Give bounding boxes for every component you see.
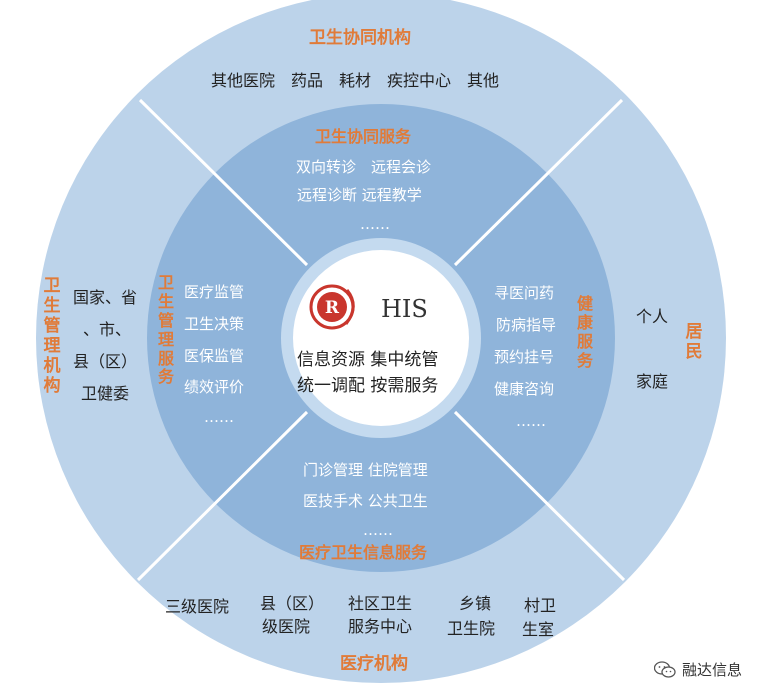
his-title: HIS [381,295,428,323]
outer-bottom-item-3-line-1: 社区卫生 [348,594,413,613]
divider-top-left [138,98,309,267]
outer-right-item-2: 家庭 [636,372,669,391]
inner-left-item-4: 绩效评价 [184,378,245,396]
wechat-icon [653,660,676,678]
inner-bottom-item-2: 医技手术 公共卫生 [303,492,428,510]
outer-left-item-2: 、市、 [83,320,132,339]
outer-bottom-item-2-line-1: 县（区） [260,594,325,613]
outer-left-item-1: 国家、省 [73,288,138,307]
inner-bottom-title: 医疗卫生信息服务 [299,543,428,562]
inner-right-item-3: 预约挂号 [494,348,555,366]
inner-left-title: 卫生管理服务 [157,273,174,387]
inner-bottom-item-1: 门诊管理 住院管理 [303,461,428,479]
divider-bottom-right [453,410,626,582]
divider-bottom-left [136,410,309,582]
outer-bottom-item-4-line-2: 卫生院 [447,619,496,638]
outer-bottom-item-3-line-2: 服务中心 [348,617,413,636]
outer-right-item-1: 个人 [636,307,669,326]
outer-bottom-item-1: 三级医院 [165,597,230,616]
outer-left-title: 卫生管理机构 [43,276,61,397]
inner-left-item-3: 医保监管 [184,347,245,365]
center-line-2: 统一调配 按需服务 [297,376,439,396]
outer-top-title: 卫生协同机构 [309,28,411,48]
outer-bottom-item-5-line-2: 生室 [522,620,555,639]
inner-top-title: 卫生协同服务 [315,127,412,146]
inner-right-item-1: 寻医问药 [494,284,555,302]
inner-right-item-4: 健康咨询 [494,380,555,398]
inner-top-ellipsis: …… [360,215,390,233]
inner-left-ellipsis: …… [204,408,234,426]
outer-left-item-4: 卫健委 [81,384,130,403]
inner-right-ellipsis: …… [516,412,546,430]
core-circle [293,250,469,426]
outer-bottom-title: 医疗机构 [340,654,408,674]
inner-right-item-2: 防病指导 [496,316,557,334]
watermark-text: 融达信息 [681,661,742,679]
outer-left-item-3: 县（区） [73,352,138,371]
his-logo-icon: R [309,284,355,330]
inner-top-item-2: 远程诊断 远程教学 [297,186,422,204]
inner-bottom-ellipsis: …… [363,521,393,539]
outer-bottom-item-5-line-1: 村卫 [524,596,557,615]
logo-letter: R [325,298,340,318]
outer-bottom-item-2-line-2: 级医院 [262,617,311,636]
inner-left-item-1: 医疗监管 [184,283,245,301]
inner-top-item-1: 双向转诊 远程会诊 [296,158,432,176]
inner-right-title: 健康服务 [576,294,593,370]
outer-bottom-item-4-line-1: 乡镇 [459,594,492,613]
outer-right-title: 居民 [685,322,703,363]
outer-top-items: 其他医院 药品 耗材 疾控中心 其他 [211,71,500,90]
center-line-1: 信息资源 集中统管 [297,350,439,370]
divider-top-right [453,98,624,267]
inner-left-item-2: 卫生决策 [184,315,245,333]
watermark: 融达信息 [653,659,742,680]
